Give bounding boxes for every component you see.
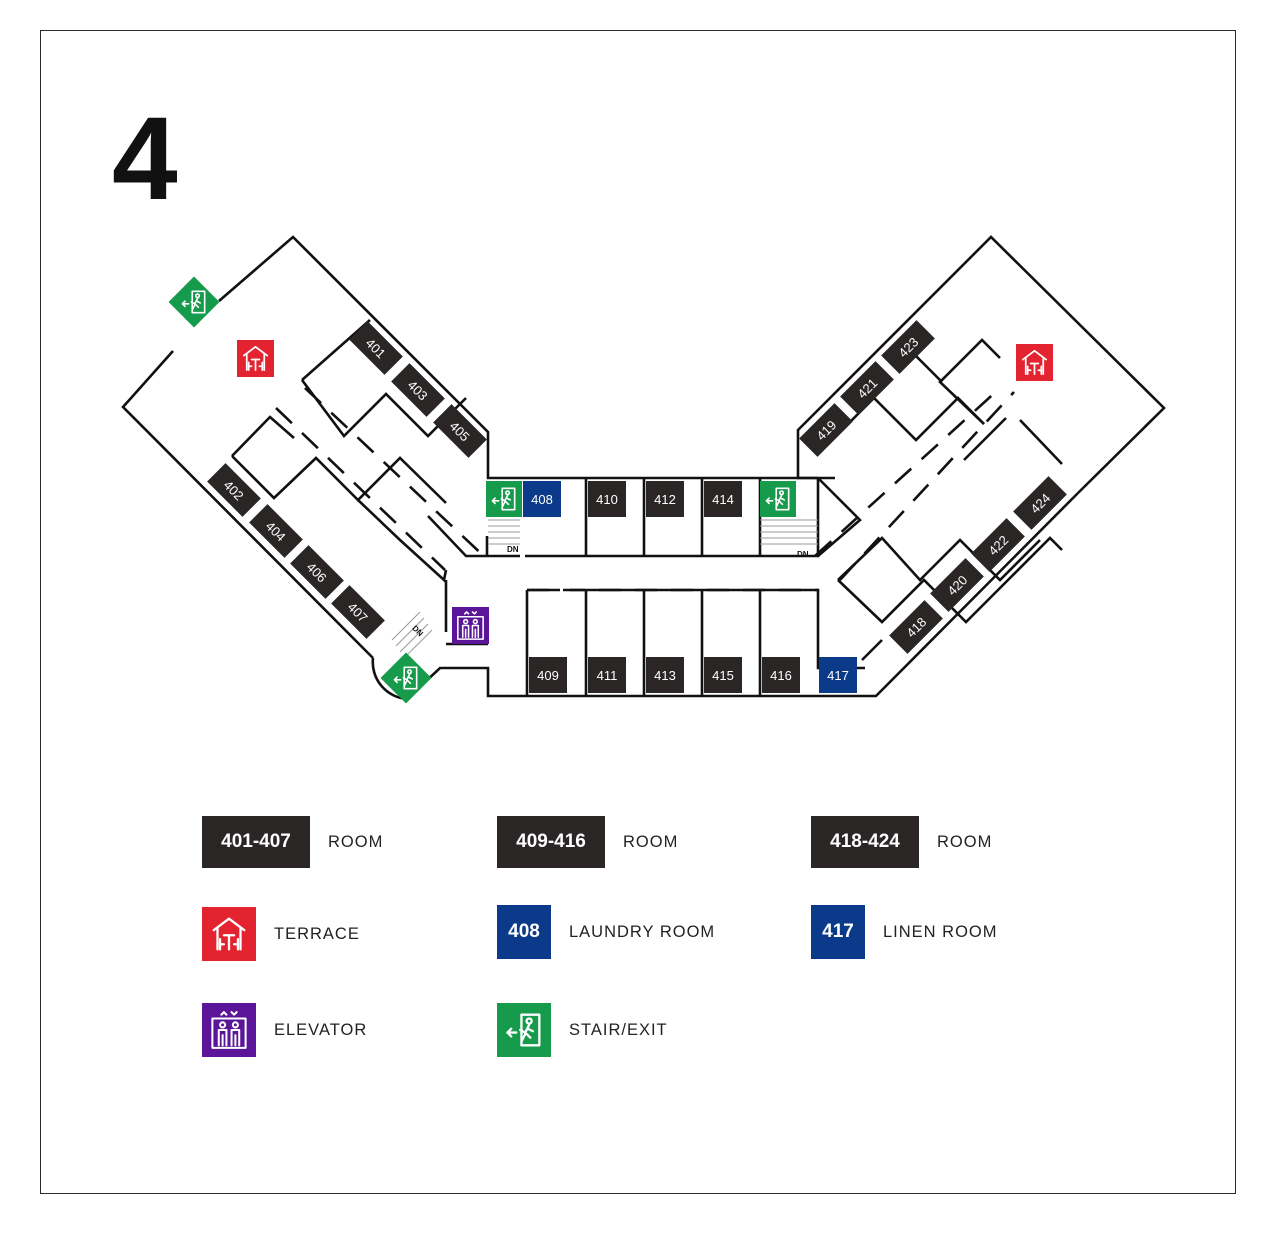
room-tag-417[interactable]: 417 xyxy=(819,657,857,693)
room-tag-406[interactable]: 406 xyxy=(290,545,344,599)
elevator-icon[interactable] xyxy=(452,607,489,644)
room-tag-403[interactable]: 403 xyxy=(391,363,445,417)
legend-label: ROOM xyxy=(623,832,679,851)
corridor-dashes xyxy=(275,387,1015,592)
room-tag-413[interactable]: 413 xyxy=(646,657,684,693)
floor-plan: DN DN DN 401 403 405 402 404 406 xyxy=(121,235,1166,704)
room-tag-401[interactable]: 401 xyxy=(349,321,403,375)
stair-exit-icon[interactable] xyxy=(380,652,432,704)
room-tag-408[interactable]: 408 xyxy=(523,481,561,517)
floor-number: 4 xyxy=(112,93,178,225)
legend-rooms-409-416: 409-416 ROOM xyxy=(497,814,678,870)
room-tag-421[interactable]: 421 xyxy=(840,361,894,415)
legend-label: ELEVATOR xyxy=(274,1020,368,1039)
room-tag-409[interactable]: 409 xyxy=(529,657,567,693)
stair-exit-icon[interactable] xyxy=(760,481,796,517)
stair-exit-icon[interactable] xyxy=(168,276,220,328)
room-tag-415[interactable]: 415 xyxy=(704,657,742,693)
room-tag-418[interactable]: 418 xyxy=(889,600,943,654)
room-tag-402[interactable]: 402 xyxy=(207,463,261,517)
room-tag-411[interactable]: 411 xyxy=(588,657,626,693)
legend-swatch-room: 418-424 xyxy=(811,816,919,868)
legend-label: ROOM xyxy=(328,832,384,851)
legend-label: TERRACE xyxy=(274,924,360,943)
legend-swatch-room: 409-416 xyxy=(497,816,605,868)
terrace-icon xyxy=(202,907,256,961)
stair-dn-mark-1: DN xyxy=(507,545,519,554)
legend-rooms-401-407: 401-407 ROOM xyxy=(202,814,383,870)
room-tag-404[interactable]: 404 xyxy=(249,504,303,558)
legend-swatch-linen: 417 xyxy=(811,905,865,959)
legend-stair: STAIR/EXIT xyxy=(497,1002,668,1058)
stair-dn-mark-2: DN xyxy=(797,550,809,559)
stair-hatch xyxy=(391,519,818,659)
room-tag-405[interactable]: 405 xyxy=(433,404,487,458)
room-tag-416[interactable]: 416 xyxy=(762,657,800,693)
svg-text:417: 417 xyxy=(827,668,849,683)
legend-swatch-room: 401-407 xyxy=(202,816,310,868)
legend-laundry: 408 LAUNDRY ROOM xyxy=(497,904,715,960)
legend-label: LAUNDRY ROOM xyxy=(569,922,716,941)
svg-text:408: 408 xyxy=(531,492,553,507)
stair-exit-icon xyxy=(497,1003,551,1057)
room-tag-419[interactable]: 419 xyxy=(799,403,853,457)
room-tag-414[interactable]: 414 xyxy=(704,481,742,517)
svg-text:411: 411 xyxy=(597,668,618,683)
svg-text:415: 415 xyxy=(712,668,734,683)
room-tag-410[interactable]: 410 xyxy=(588,481,626,517)
svg-text:409: 409 xyxy=(537,668,559,683)
room-tag-412[interactable]: 412 xyxy=(646,481,684,517)
svg-text:413: 413 xyxy=(654,668,676,683)
room-tag-423[interactable]: 423 xyxy=(881,320,935,374)
stair-dn-mark-3: DN xyxy=(410,624,425,639)
stair-exit-icon[interactable] xyxy=(486,481,522,517)
svg-text:412: 412 xyxy=(654,492,676,507)
legend-label: STAIR/EXIT xyxy=(569,1020,668,1039)
svg-text:414: 414 xyxy=(712,492,734,507)
terrace-icon[interactable] xyxy=(1016,344,1053,381)
terrace-icon[interactable] xyxy=(237,340,274,377)
legend-terrace: TERRACE xyxy=(202,906,360,962)
room-tag-407[interactable]: 407 xyxy=(331,585,385,639)
legend-rooms-418-424: 418-424 ROOM xyxy=(811,814,992,870)
legend-swatch-laundry: 408 xyxy=(497,905,551,959)
legend-label: LINEN ROOM xyxy=(883,922,998,941)
svg-text:416: 416 xyxy=(770,668,792,683)
legend-elevator: ELEVATOR xyxy=(202,1002,367,1058)
legend-label: ROOM xyxy=(937,832,993,851)
elevator-icon xyxy=(202,1003,256,1057)
room-tag-422[interactable]: 422 xyxy=(971,518,1025,572)
building-walls xyxy=(121,235,1166,701)
legend-linen: 417 LINEN ROOM xyxy=(811,904,998,960)
map-frame xyxy=(40,30,1236,1194)
svg-text:410: 410 xyxy=(596,492,618,507)
room-tag-420[interactable]: 420 xyxy=(930,558,984,612)
room-tag-424[interactable]: 424 xyxy=(1013,476,1067,530)
